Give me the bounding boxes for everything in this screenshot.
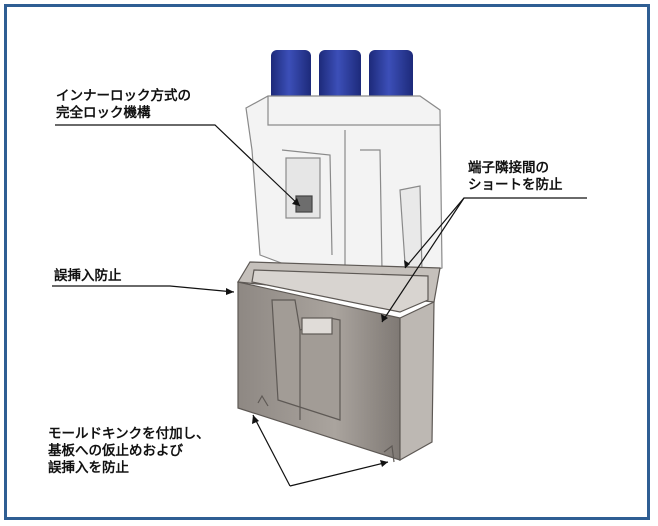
leader-short-2 (381, 197, 465, 323)
label-kink-line3: 誤挿入を防止 (48, 460, 129, 476)
label-lock-mechanism: インナーロック方式の 完全ロック機構 (56, 88, 191, 122)
label-kink-line2: 基板への仮止めおよび (48, 443, 183, 459)
label-misinsertion: 誤挿入防止 (54, 268, 122, 285)
label-misinsert-line: 誤挿入防止 (54, 268, 122, 284)
label-short-prevention: 端子隣接間の ショートを防止 (468, 160, 563, 194)
leader-lines (52, 124, 587, 487)
leader-lock (55, 124, 301, 207)
leader-arrowheads (226, 198, 410, 467)
label-mold-kink: モールドキンクを付加し、 基板への仮止めおよび 誤挿入を防止 (48, 426, 210, 477)
receptacle-housing (245, 95, 443, 283)
leader-kink-2 (289, 461, 389, 487)
label-short-line1: 端子隣接間の (468, 160, 549, 176)
diagram-frame (4, 4, 650, 520)
label-kink-line1: モールドキンクを付加し、 (48, 426, 210, 442)
leader-misinsert (52, 285, 235, 293)
leader-kink-1 (252, 414, 291, 487)
header-housing (236, 261, 441, 463)
label-lock-line2: 完全ロック機構 (56, 105, 151, 121)
label-short-line2: ショートを防止 (468, 177, 563, 193)
label-lock-line1: インナーロック方式の (56, 88, 191, 104)
